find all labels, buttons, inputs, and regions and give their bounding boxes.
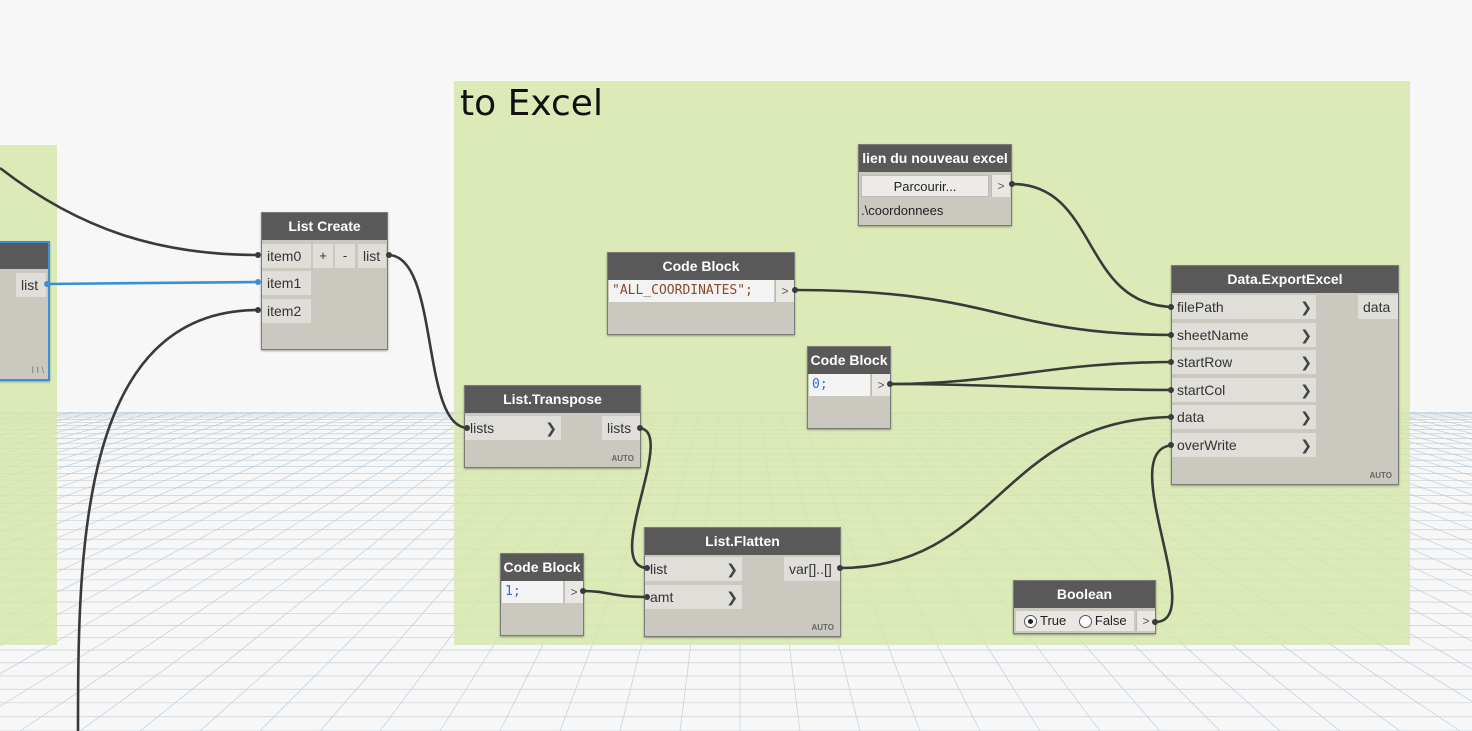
node-footer-text: I I \ xyxy=(31,365,44,375)
file-path-value: .\coordonnees xyxy=(861,203,944,218)
code-editor[interactable]: 0; xyxy=(809,374,870,396)
chevron-right-icon: ❯ xyxy=(545,420,557,436)
output-port[interactable]: > xyxy=(775,280,794,302)
input-port-amt[interactable]: amt❯ xyxy=(645,585,742,609)
node-title[interactable]: List.Transpose xyxy=(465,386,640,413)
output-port[interactable]: > xyxy=(991,175,1010,197)
node-title[interactable]: Data.ExportExcel xyxy=(1172,266,1398,293)
lacing-indicator: AUTO xyxy=(811,623,834,632)
radio-true[interactable]: True xyxy=(1024,613,1066,629)
node-title[interactable]: Boolean xyxy=(1014,581,1155,608)
chevron-right-icon: ❯ xyxy=(1300,354,1312,370)
input-port-overwrite[interactable]: overWrite❯ xyxy=(1172,433,1316,457)
chevron-right-icon: ❯ xyxy=(1300,327,1312,343)
node-boolean[interactable]: Boolean True False > xyxy=(1013,580,1156,634)
left-group[interactable] xyxy=(0,145,57,645)
node-list-transpose[interactable]: List.Transpose lists❯ lists AUTO xyxy=(464,385,641,468)
input-port-item2[interactable]: item2 xyxy=(262,299,311,323)
output-port-lists[interactable]: lists xyxy=(602,416,640,440)
node-code-block-one[interactable]: Code Block 1; > xyxy=(500,553,584,636)
lacing-indicator: AUTO xyxy=(1369,471,1392,480)
output-port[interactable]: > xyxy=(871,374,890,396)
output-port-list[interactable]: list xyxy=(358,244,386,268)
output-port-var[interactable]: var[]..[] xyxy=(784,557,840,581)
output-port[interactable]: > xyxy=(1136,611,1155,631)
add-input-button[interactable]: + xyxy=(313,244,333,268)
chevron-right-icon: ❯ xyxy=(1300,299,1312,315)
radio-selected-icon xyxy=(1024,615,1037,629)
output-port-list[interactable]: list xyxy=(16,273,46,297)
chevron-right-icon: ❯ xyxy=(726,561,738,577)
output-port[interactable]: > xyxy=(564,581,583,603)
node-title[interactable]: Code Block xyxy=(501,554,583,581)
input-port-item0[interactable]: item0 xyxy=(262,244,311,268)
input-port-sheetname[interactable]: sheetName❯ xyxy=(1172,323,1316,347)
chevron-right-icon: ❯ xyxy=(1300,437,1312,453)
code-editor[interactable]: 1; xyxy=(502,581,563,603)
chevron-right-icon: ❯ xyxy=(1300,409,1312,425)
node-file-path[interactable]: lien du nouveau excel Parcourir... > .\c… xyxy=(858,144,1012,226)
remove-input-button[interactable]: - xyxy=(335,244,355,268)
node-list-flatten[interactable]: List.Flatten list❯ amt❯ var[]..[] AUTO xyxy=(644,527,841,637)
node-title[interactable]: Code Block xyxy=(808,347,890,374)
node-title[interactable]: lien du nouveau excel xyxy=(859,145,1011,172)
node-data-export-excel[interactable]: Data.ExportExcel filePath❯ sheetName❯ st… xyxy=(1171,265,1399,485)
node-code-block-sheet[interactable]: Code Block "ALL_COORDINATES"; > xyxy=(607,252,795,335)
input-port-item1[interactable]: item1 xyxy=(262,271,311,295)
input-port-startcol[interactable]: startCol❯ xyxy=(1172,378,1316,402)
chevron-right-icon: ❯ xyxy=(726,589,738,605)
node-list-create[interactable]: List Create item0 item1 item2 + - list xyxy=(261,212,388,350)
output-port-data[interactable]: data xyxy=(1358,295,1398,319)
lacing-indicator: AUTO xyxy=(611,454,634,463)
node-left-partial[interactable]: list I I \ xyxy=(0,241,50,381)
node-code-block-zero[interactable]: Code Block 0; > xyxy=(807,346,891,429)
input-port-list[interactable]: list❯ xyxy=(645,557,742,581)
node-title[interactable]: List.Flatten xyxy=(645,528,840,555)
input-port-data[interactable]: data❯ xyxy=(1172,405,1316,429)
group-title[interactable]: to Excel xyxy=(460,83,603,124)
code-editor[interactable]: "ALL_COORDINATES"; xyxy=(609,280,774,302)
input-port-lists[interactable]: lists❯ xyxy=(465,416,561,440)
chevron-right-icon: ❯ xyxy=(1300,382,1312,398)
radio-unselected-icon xyxy=(1078,615,1092,629)
input-port-startrow[interactable]: startRow❯ xyxy=(1172,350,1316,374)
radio-false[interactable]: False xyxy=(1078,613,1127,629)
input-port-filepath[interactable]: filePath❯ xyxy=(1172,295,1316,319)
node-title[interactable]: Code Block xyxy=(608,253,794,280)
browse-button[interactable]: Parcourir... xyxy=(861,175,989,197)
boolean-options: True False xyxy=(1016,611,1134,631)
node-title[interactable]: List Create xyxy=(262,213,387,240)
